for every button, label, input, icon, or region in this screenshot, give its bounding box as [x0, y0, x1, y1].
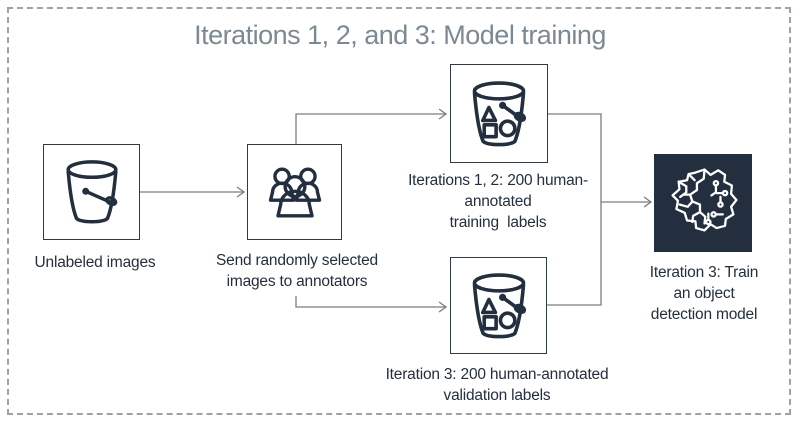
- arrowhead-icon: [438, 301, 448, 313]
- diagram-title: Iterations 1, 2, and 3: Model training: [194, 20, 606, 50]
- s3-bucket-objects-icon: [472, 272, 526, 338]
- unlabeled-images-label: Unlabeled images: [34, 254, 156, 271]
- ml-model-node: [654, 154, 752, 252]
- users-icon: [268, 167, 321, 218]
- training-labels-node: [450, 64, 548, 163]
- arrowhead-icon: [438, 108, 448, 120]
- validation-labels-label: Iteration 3: 200 human-annotated validat…: [385, 366, 609, 404]
- annotators-node: [247, 144, 342, 240]
- connector-annotators-to-validation: [295, 296, 446, 308]
- dashed-border-frame: [7, 7, 791, 415]
- arrowhead-icon: [236, 186, 246, 198]
- connector-buckets-merge-rail: [547, 113, 602, 306]
- arrowhead-icon: [643, 196, 653, 208]
- machine-learning-icon: [671, 168, 738, 232]
- connector-annotators-to-training: [295, 113, 446, 144]
- unlabeled-images-node: [43, 144, 140, 240]
- training-labels-label: Iterations 1, 2: 200 human- annotated tr…: [408, 172, 588, 231]
- validation-labels-node: [450, 257, 547, 354]
- s3-bucket-icon: [65, 160, 118, 224]
- annotators-label: Send randomly selected images to annotat…: [216, 252, 378, 290]
- s3-bucket-objects-icon: [472, 80, 527, 146]
- ml-model-label: Iteration 3: Train an object detection m…: [649, 264, 759, 323]
